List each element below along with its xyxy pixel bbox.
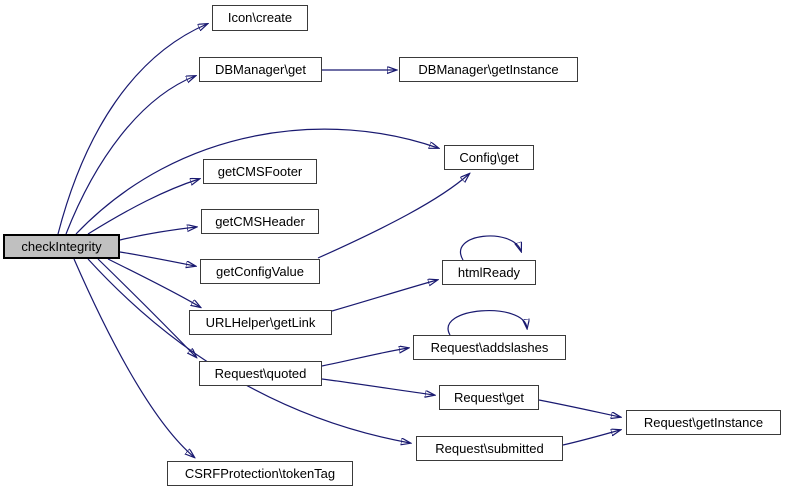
- edge-htmlready-self-loop: [460, 235, 521, 261]
- node-htmlready[interactable]: htmlReady: [442, 260, 536, 285]
- edge-check-integrity-to-getcmsfooter: [87, 179, 199, 235]
- edge-check-integrity-to-getcmsheader: [119, 227, 196, 241]
- edge-request-quoted-to-request-addslashes: [321, 348, 408, 367]
- node-request-submitted[interactable]: Request\submitted: [416, 436, 563, 461]
- node-icon-create[interactable]: Icon\create: [212, 5, 308, 31]
- node-check-integrity: checkIntegrity: [3, 234, 120, 259]
- edge-request-get-to-request-getinstance: [538, 399, 620, 417]
- edge-check-integrity-to-getconfigvalue: [119, 251, 195, 266]
- node-request-get[interactable]: Request\get: [439, 385, 539, 410]
- node-csrfprotection-tokentag[interactable]: CSRFProtection\tokenTag: [167, 461, 353, 486]
- edge-check-integrity-to-dbmanager-get: [65, 76, 195, 235]
- edge-request-quoted-to-request-get: [321, 378, 434, 395]
- node-getcmsheader[interactable]: getCMSHeader: [201, 209, 319, 234]
- edge-urlhelper-getlink-to-htmlready: [331, 280, 437, 312]
- node-urlhelper-getlink[interactable]: URLHelper\getLink: [189, 310, 332, 335]
- node-dbmanager-get[interactable]: DBManager\get: [199, 57, 322, 82]
- edge-request-submitted-to-request-getinstance: [562, 430, 620, 446]
- node-request-quoted[interactable]: Request\quoted: [199, 361, 322, 386]
- node-getconfigvalue[interactable]: getConfigValue: [200, 259, 320, 284]
- edge-check-integrity-to-urlhelper-getlink: [107, 258, 200, 307]
- node-request-getinstance[interactable]: Request\getInstance: [626, 410, 781, 435]
- node-getcmsfooter[interactable]: getCMSFooter: [203, 159, 317, 184]
- edge-check-integrity-to-icon-create: [57, 24, 207, 235]
- edge-check-integrity-to-request-submitted: [87, 258, 410, 443]
- node-dbmanager-getinstance[interactable]: DBManager\getInstance: [399, 57, 578, 82]
- edge-check-integrity-to-config-get: [75, 128, 438, 235]
- edge-check-integrity-to-csrf-tokentag: [73, 258, 194, 457]
- node-config-get[interactable]: Config\get: [444, 145, 534, 170]
- edge-request-addslashes-self-loop: [447, 310, 527, 336]
- edge-getconfigvalue-to-config-get: [317, 174, 469, 259]
- edge-check-integrity-to-request-quoted: [97, 258, 196, 357]
- node-request-addslashes[interactable]: Request\addslashes: [413, 335, 566, 360]
